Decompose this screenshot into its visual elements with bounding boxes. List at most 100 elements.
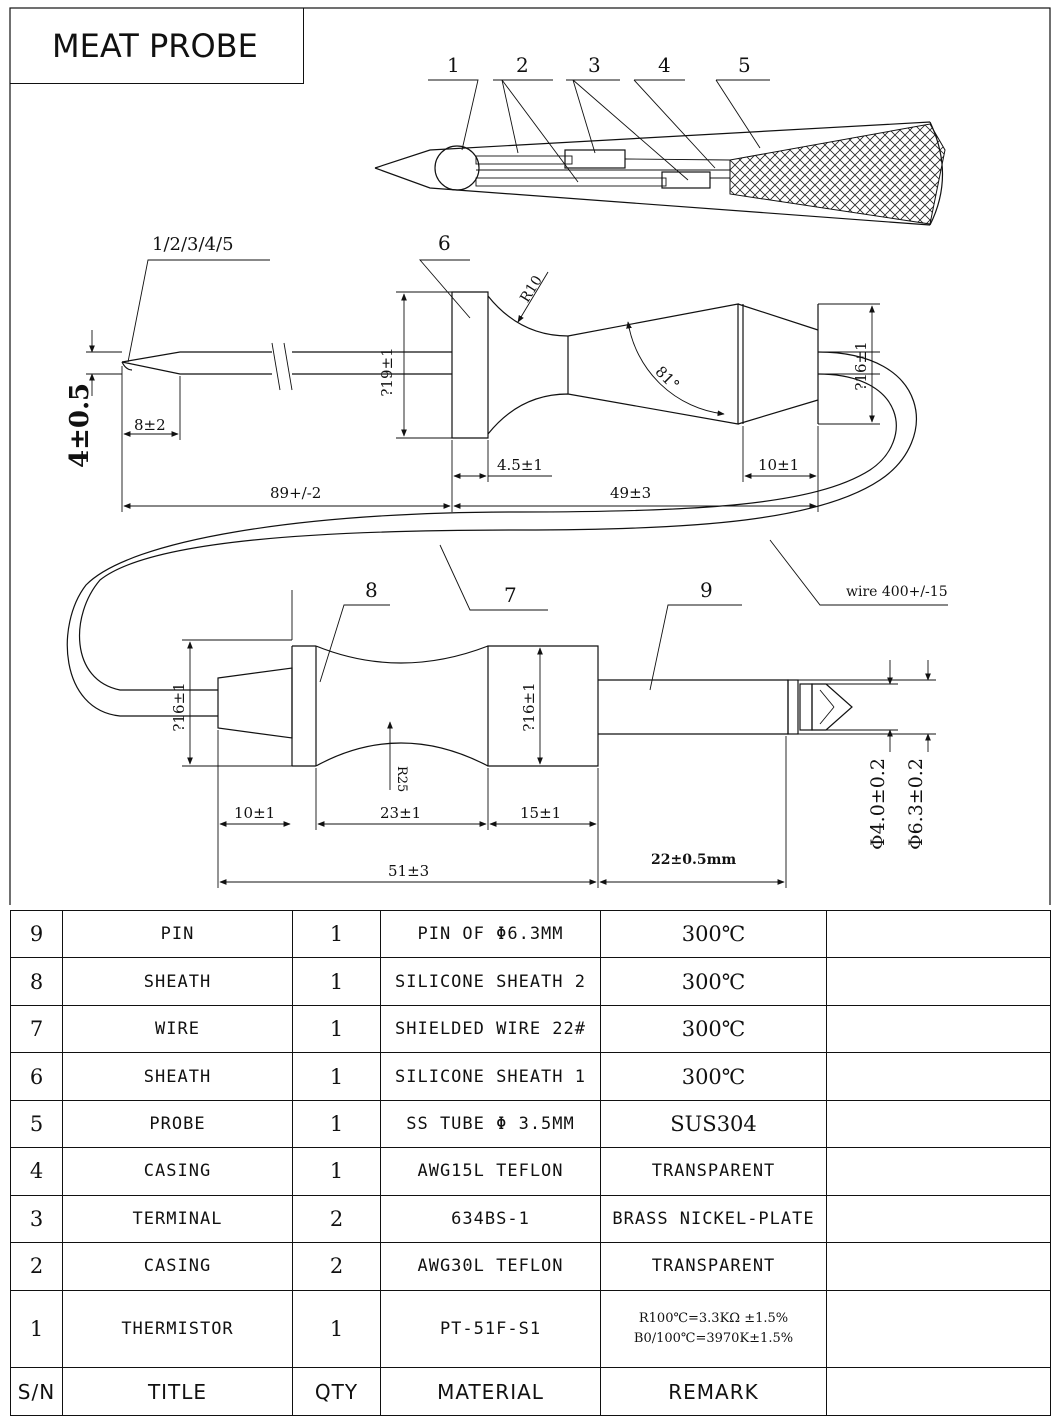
dim-phi63: Φ6.3±0.2 (905, 758, 927, 850)
dim-wire-length: wire 400+/-15 (846, 584, 948, 600)
dim-d16-left: ?16±1 (170, 682, 188, 731)
bom-material: SS TUBE Φ 3.5MM (380, 1099, 601, 1149)
dim-d4: 4±0.5 (65, 383, 95, 468)
casing-upper (475, 155, 573, 165)
dim-d10-lower: 10±1 (234, 804, 275, 822)
bom-remark: R100℃=3.3KΩ ±1.5% B0/100℃=3970K±1.5% (600, 1289, 827, 1369)
bom-title: CASING (62, 1147, 293, 1196)
bom-blank (826, 1147, 1051, 1196)
dim-d16-body: ?16±1 (520, 682, 538, 731)
casing-lower (475, 177, 667, 187)
bom-remark: 300℃ (600, 1004, 827, 1054)
dim-phi4: Φ4.0±0.2 (867, 758, 889, 850)
bom-material: SILICONE SHEATH 1 (380, 1052, 601, 1101)
bom-qty: 1 (292, 1004, 381, 1054)
sheath-1-flange (451, 291, 489, 439)
bom-header-sn: S/N (10, 1367, 63, 1416)
bom-material: AWG15L TEFLON (380, 1147, 601, 1196)
bom-blank (826, 1052, 1051, 1101)
wire: 7 wire 400+/-15 (66, 351, 948, 717)
bom-remark: TRANSPARENT (600, 1242, 827, 1291)
bom-header-qty: QTY (292, 1367, 381, 1416)
pin-shaft (598, 679, 789, 735)
callout-1: 1 (447, 53, 460, 77)
bom-remark-line-1: R100℃=3.3KΩ ±1.5% (638, 1311, 789, 1327)
bom-qty: 1 (292, 909, 381, 959)
bom-title: PIN (62, 909, 293, 959)
bom-remark: SUS304 (600, 1099, 827, 1149)
bom-sn: 8 (10, 957, 63, 1006)
dim-d8: 8±2 (134, 416, 166, 434)
bom-remark: 300℃ (600, 957, 827, 1006)
bom-qty: 2 (292, 1194, 381, 1244)
dim-d49: 49±3 (610, 484, 651, 502)
bom-qty: 1 (292, 1289, 381, 1369)
terminal-lower (661, 171, 711, 189)
bom-material: 634BS-1 (380, 1194, 601, 1244)
bom-material: SHIELDED WIRE 22# (380, 1004, 601, 1054)
bom-header-blank (826, 1367, 1051, 1416)
drawing-frame (9, 7, 1051, 905)
bom-header-material: MATERIAL (380, 1367, 601, 1416)
callout-6: 6 (438, 231, 451, 255)
bom-sn: 2 (10, 1242, 63, 1291)
dim-r25: R25 (394, 766, 409, 792)
dim-angle-81: 81° (652, 362, 684, 394)
dim-d15: 15±1 (520, 804, 561, 822)
bom-header-remark: REMARK (600, 1367, 827, 1416)
bom-header-title: TITLE (62, 1367, 293, 1416)
bom-title: PROBE (62, 1099, 293, 1149)
probe-assembly: 81° R10 6 1/2/3/4/5 ?19±1 ?16±1 4±0.5 8±… (65, 231, 880, 512)
sheath-2-waist-bottom (315, 742, 489, 767)
callout-3: 3 (588, 53, 601, 77)
bom-remark-line-2: B0/100℃=3970K±1.5% (633, 1331, 794, 1347)
sheath-2-nose (217, 667, 293, 739)
bom-sn: 7 (10, 1004, 63, 1054)
bom-material: SILICONE SHEATH 2 (380, 957, 601, 1006)
dim-d19: ?19±1 (378, 347, 396, 396)
dim-d16-upper: ?16±1 (852, 341, 870, 390)
bom-remark: BRASS NICKEL-PLATE (600, 1194, 827, 1244)
bom-sn: 9 (10, 909, 63, 959)
callout-5: 5 (738, 53, 751, 77)
bom-blank (826, 1099, 1051, 1149)
dim-d10-upper: 10±1 (758, 456, 799, 474)
sheath-2-body (487, 645, 599, 767)
bom-qty: 1 (292, 957, 381, 1006)
bom-sn: 6 (10, 1052, 63, 1101)
bom-blank (826, 957, 1051, 1006)
bom-blank (826, 1004, 1051, 1054)
bom-title: TERMINAL (62, 1194, 293, 1244)
bom-remark: 300℃ (600, 1052, 827, 1101)
bom-blank (826, 1194, 1051, 1244)
drawing-title: MEAT PROBE (10, 8, 304, 84)
bom-title: SHEATH (62, 1052, 293, 1101)
callout-9: 9 (700, 578, 713, 602)
dim-d51: 51±3 (388, 862, 429, 880)
bom-blank (826, 1289, 1051, 1369)
callout-2: 2 (516, 53, 529, 77)
dim-d22: 22±0.5mm (651, 852, 736, 868)
bom-sn: 3 (10, 1194, 63, 1244)
bom-qty: 1 (292, 1147, 381, 1196)
bom-sn: 1 (10, 1289, 63, 1369)
bom-title: THERMISTOR (62, 1289, 293, 1369)
drawing-title-text: MEAT PROBE (52, 26, 258, 65)
bom-blank (826, 909, 1051, 959)
sheath-2-waist-top (315, 645, 489, 664)
bom-title: WIRE (62, 1004, 293, 1054)
bom-remark: 300℃ (600, 909, 827, 959)
probe-tip-detail: 1 2 3 4 5 (374, 53, 946, 226)
dim-r10: R10 (517, 273, 546, 306)
bom-blank (826, 1242, 1051, 1291)
thermistor-bead (434, 145, 480, 191)
